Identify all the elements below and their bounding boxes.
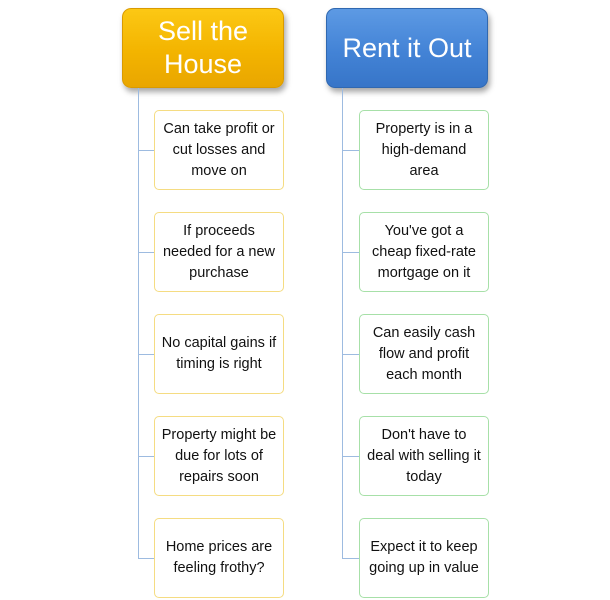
sell-reason-box: Home prices are feeling frothy?	[154, 518, 284, 598]
rent-branch-connector	[342, 252, 359, 253]
sell-reason-box: No capital gains if timing is right	[154, 314, 284, 394]
sell-branch-connector	[138, 354, 154, 355]
rent-branch-connector	[342, 456, 359, 457]
sell-vertical-connector	[138, 88, 139, 559]
sell-header: Sell the House	[122, 8, 284, 88]
sell-branch-connector	[138, 558, 154, 559]
rent-branch-connector	[342, 354, 359, 355]
rent-reason-box: Don't have to deal with selling it today	[359, 416, 489, 496]
rent-vertical-connector	[342, 88, 343, 559]
rent-reason-box: You've got a cheap fixed-rate mortgage o…	[359, 212, 489, 292]
sell-branch-connector	[138, 150, 154, 151]
sell-reason-box: Property might be due for lots of repair…	[154, 416, 284, 496]
rent-branch-connector	[342, 558, 359, 559]
sell-branch-connector	[138, 252, 154, 253]
sell-branch-connector	[138, 456, 154, 457]
rent-branch-connector	[342, 150, 359, 151]
rent-reason-box: Can easily cash flow and profit each mon…	[359, 314, 489, 394]
sell-reason-box: Can take profit or cut losses and move o…	[154, 110, 284, 190]
sell-reason-box: If proceeds needed for a new purchase	[154, 212, 284, 292]
rent-header: Rent it Out	[326, 8, 488, 88]
rent-reason-box: Expect it to keep going up in value	[359, 518, 489, 598]
rent-reason-box: Property is in a high-demand area	[359, 110, 489, 190]
